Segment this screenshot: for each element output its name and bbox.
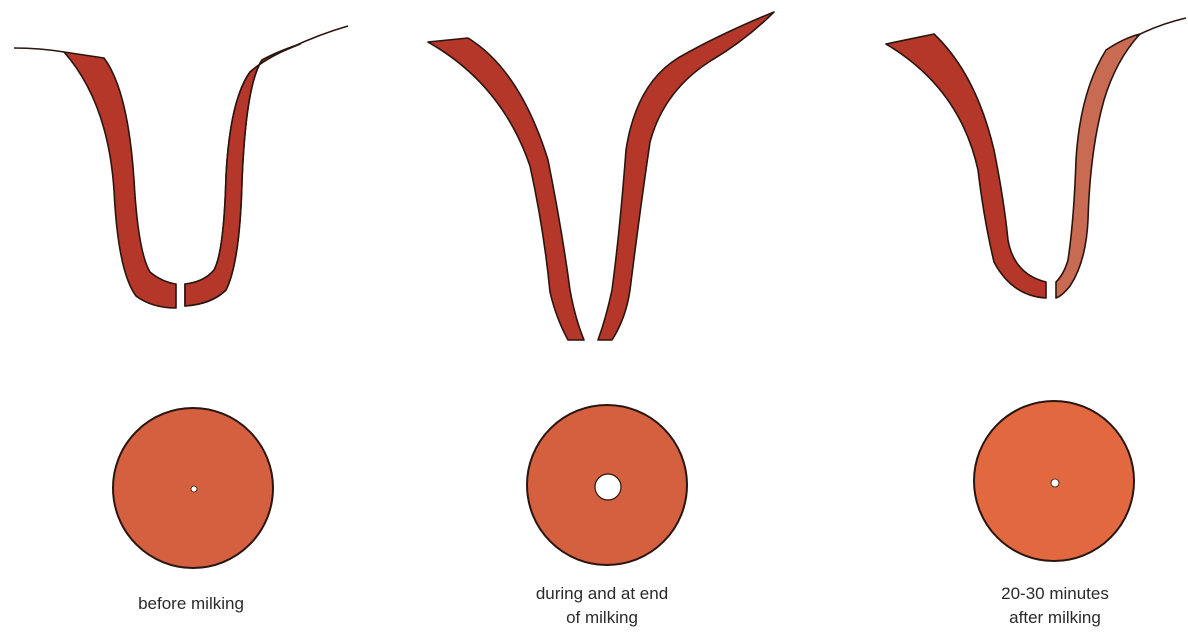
teat-wall-profile [886,18,1186,298]
teat-orifice [1051,479,1059,487]
panel-during-milking [428,12,774,565]
teat-wall-profile [428,12,774,340]
caption-line: before milking [71,592,311,616]
teat-orifice [595,474,621,500]
caption-during-milking: during and at end of milking [482,582,722,630]
panel-before-milking [14,26,348,568]
teat-wall-profile [14,26,348,308]
cross-section-open [527,405,687,565]
teat-orifice [191,486,197,492]
caption-line: after milking [935,606,1175,630]
panel-after-milking [886,18,1186,561]
caption-line: during and at end [482,582,722,606]
cross-section-closed [113,408,273,568]
caption-line: of milking [482,606,722,630]
cross-section-partially-closed [974,401,1134,561]
caption-before-milking: before milking [71,592,311,616]
caption-line: 20-30 minutes [935,582,1175,606]
caption-after-milking: 20-30 minutes after milking [935,582,1175,630]
